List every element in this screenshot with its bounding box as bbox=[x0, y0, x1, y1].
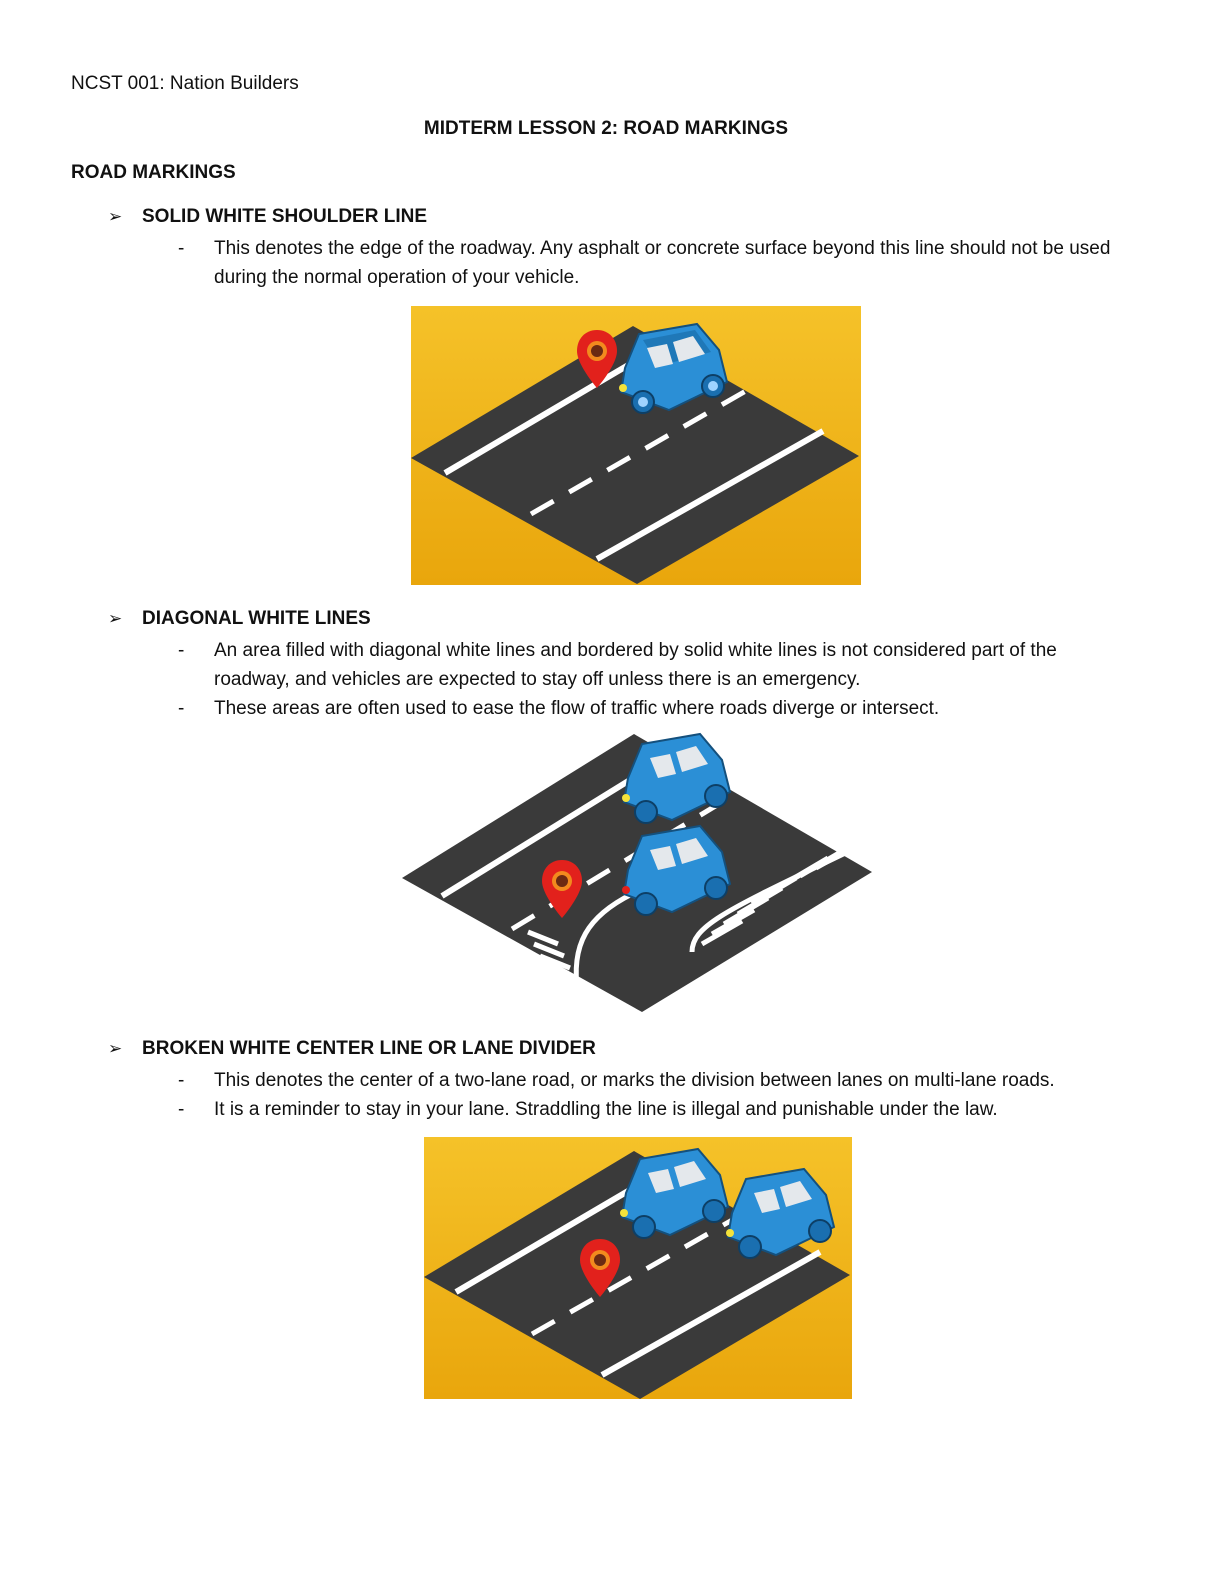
list-item: - It is a reminder to stay in your lane.… bbox=[178, 1095, 1158, 1124]
list-item: - These areas are often used to ease the… bbox=[178, 694, 1118, 723]
heading-text: BROKEN WHITE CENTER LINE OR LANE DIVIDER bbox=[142, 1038, 596, 1059]
car-icon bbox=[619, 322, 729, 414]
list-item: - This denotes the center of a two-lane … bbox=[178, 1066, 1158, 1095]
section-title: ROAD MARKINGS bbox=[71, 162, 236, 183]
section-heading-broken-white-center-line: ➢ BROKEN WHITE CENTER LINE OR LANE DIVIDE… bbox=[108, 1038, 596, 1060]
dash-bullet: - bbox=[178, 698, 185, 719]
location-pin-icon bbox=[542, 860, 582, 918]
arrow-bullet-icon: ➢ bbox=[108, 609, 123, 628]
list-item: - An area filled with diagonal white lin… bbox=[178, 636, 1118, 694]
diagonal-lines-illustration bbox=[402, 726, 874, 1016]
dash-bullet: - bbox=[178, 1099, 185, 1120]
dash-bullet: - bbox=[178, 1070, 185, 1091]
arrow-bullet-icon: ➢ bbox=[108, 1039, 123, 1058]
car-icon bbox=[726, 1167, 836, 1259]
arrow-bullet-icon: ➢ bbox=[108, 207, 123, 226]
location-pin-icon bbox=[577, 330, 617, 388]
center-line-illustration bbox=[424, 1137, 852, 1399]
dash-bullet: - bbox=[178, 238, 185, 259]
section-heading-solid-white-shoulder-line: ➢ SOLID WHITE SHOULDER LINE bbox=[108, 206, 427, 228]
list-item-text: An area filled with diagonal white lines… bbox=[214, 640, 1057, 690]
course-header: NCST 001: Nation Builders bbox=[71, 73, 299, 94]
heading-text: SOLID WHITE SHOULDER LINE bbox=[142, 206, 427, 227]
list-item-text: It is a reminder to stay in your lane. S… bbox=[214, 1099, 998, 1120]
car-icon bbox=[622, 732, 732, 824]
list-item-text: These areas are often used to ease the f… bbox=[214, 698, 940, 719]
document-title: MIDTERM LESSON 2: ROAD MARKINGS bbox=[423, 118, 789, 139]
section-heading-diagonal-white-lines: ➢ DIAGONAL WHITE LINES bbox=[108, 608, 371, 630]
diagonal-hatch-left bbox=[527, 929, 579, 991]
location-pin-icon bbox=[580, 1239, 620, 1297]
list-item-text: This denotes the center of a two-lane ro… bbox=[214, 1070, 1055, 1091]
list-item: - This denotes the edge of the roadway. … bbox=[178, 234, 1118, 292]
dash-bullet: - bbox=[178, 640, 185, 661]
car-icon bbox=[620, 1147, 730, 1239]
shoulder-line-illustration bbox=[411, 306, 861, 585]
list-item-text: This denotes the edge of the roadway. An… bbox=[214, 238, 1111, 288]
car-icon bbox=[622, 824, 732, 916]
heading-text: DIAGONAL WHITE LINES bbox=[142, 608, 371, 629]
